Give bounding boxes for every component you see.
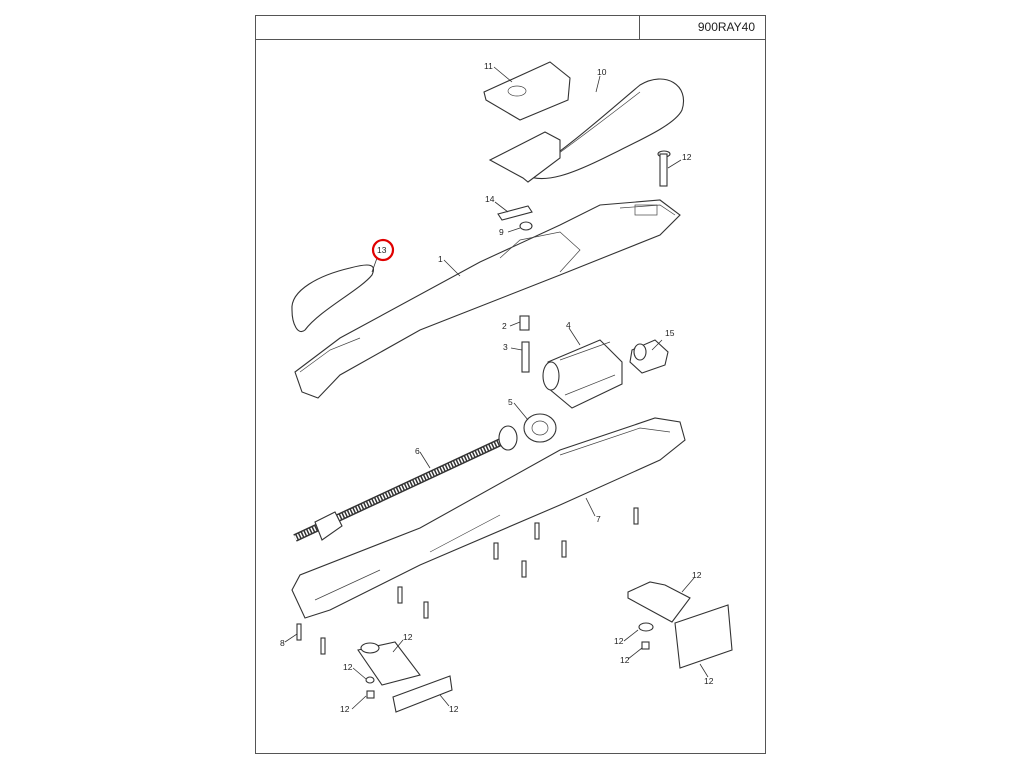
callout-12-plate-right: 12 [692, 570, 702, 580]
callout-1: 1 [438, 254, 443, 264]
callout-12-nut-right: 12 [620, 655, 630, 665]
callout-12-bolt: 12 [682, 152, 692, 162]
title-block: 900RAY40 [256, 16, 765, 40]
drawing-sheet: 900RAY40 [255, 15, 766, 754]
part-3-shaft [521, 341, 530, 373]
part-2-pin [519, 315, 530, 331]
callout-14: 14 [485, 194, 495, 204]
part-7-base [291, 417, 686, 619]
highlight-ring [371, 238, 395, 262]
callout-5: 5 [508, 397, 513, 407]
bracket-set-right [627, 581, 733, 669]
callout-8: 8 [280, 638, 285, 648]
leader-lines [284, 66, 709, 710]
callout-12-bracket-right: 12 [704, 676, 714, 686]
callout-10: 10 [597, 67, 607, 77]
callout-13: 13 [377, 245, 387, 255]
callout-9: 9 [499, 227, 504, 237]
callout-7: 7 [596, 514, 601, 524]
callout-11: 11 [484, 61, 493, 71]
screws [296, 507, 639, 655]
callout-12-bar-left: 12 [449, 704, 459, 714]
part-14-link [497, 205, 533, 221]
part-11-cover-plate [483, 61, 571, 183]
callout-6: 6 [415, 446, 420, 456]
model-code: 900RAY40 [697, 20, 755, 34]
part-12-bolt-top [657, 150, 671, 187]
part-9-washer [519, 221, 533, 231]
title-block-divider [639, 16, 640, 40]
callout-12-nut-left: 12 [340, 704, 350, 714]
bracket-set-left [357, 641, 453, 713]
callout-12-plate-left: 12 [403, 632, 413, 642]
callout-4: 4 [566, 320, 571, 330]
part-1-main-housing [294, 199, 681, 399]
callout-12-washer-right: 12 [614, 636, 624, 646]
part-13-side-cap [291, 264, 374, 332]
callout-labels: 11 10 12 14 9 13 1 2 3 4 15 5 6 7 8 12 1… [280, 61, 714, 714]
part-6-lead-screw [293, 425, 518, 542]
callout-15: 15 [665, 328, 675, 338]
part-4-motor [542, 339, 623, 409]
callout-3: 3 [503, 342, 508, 352]
part-15-capacitor [629, 339, 669, 374]
part-5-gear [523, 413, 557, 443]
callout-12-washer-left: 12 [343, 662, 353, 672]
callout-2: 2 [502, 321, 507, 331]
